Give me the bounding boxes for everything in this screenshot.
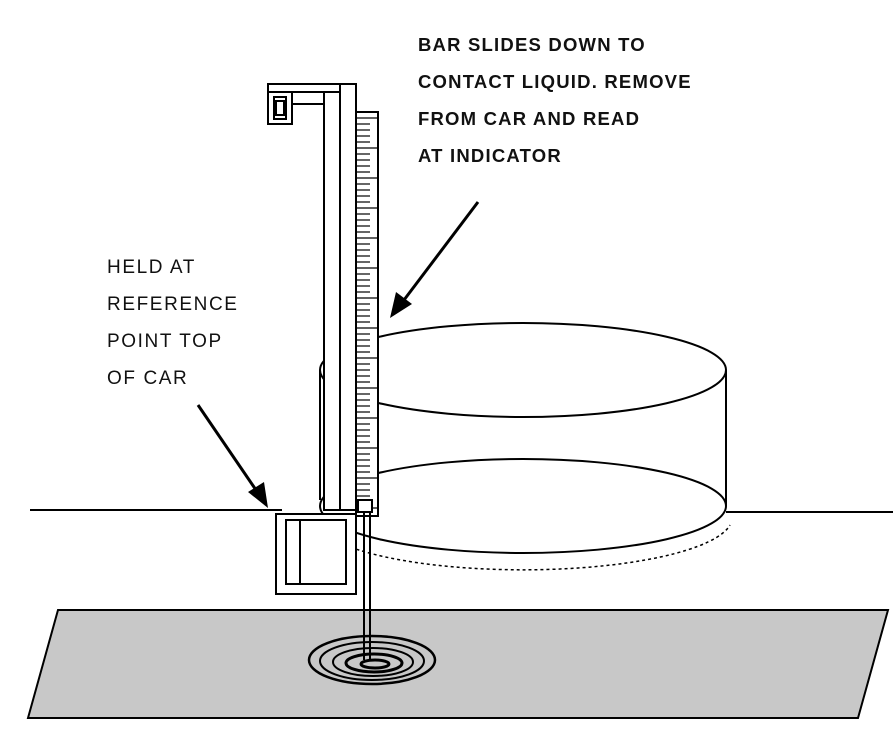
- car-top-line: [30, 509, 893, 513]
- holder-bracket: [275, 513, 357, 595]
- sliding-rod: [357, 499, 373, 660]
- arrow-to-indicator: [390, 201, 480, 318]
- callout-held-at-reference: HELD AT REFERENCE POINT TOP OF CAR: [107, 257, 239, 389]
- callout-bar-slides: BAR SLIDES DOWN TO CONTACT LIQUID. REMOV…: [418, 34, 692, 166]
- arrow-to-reference-point: [196, 404, 268, 508]
- liquid-ripple: [307, 634, 437, 686]
- ground-plane: [26, 609, 890, 719]
- measuring-bar: [267, 83, 379, 517]
